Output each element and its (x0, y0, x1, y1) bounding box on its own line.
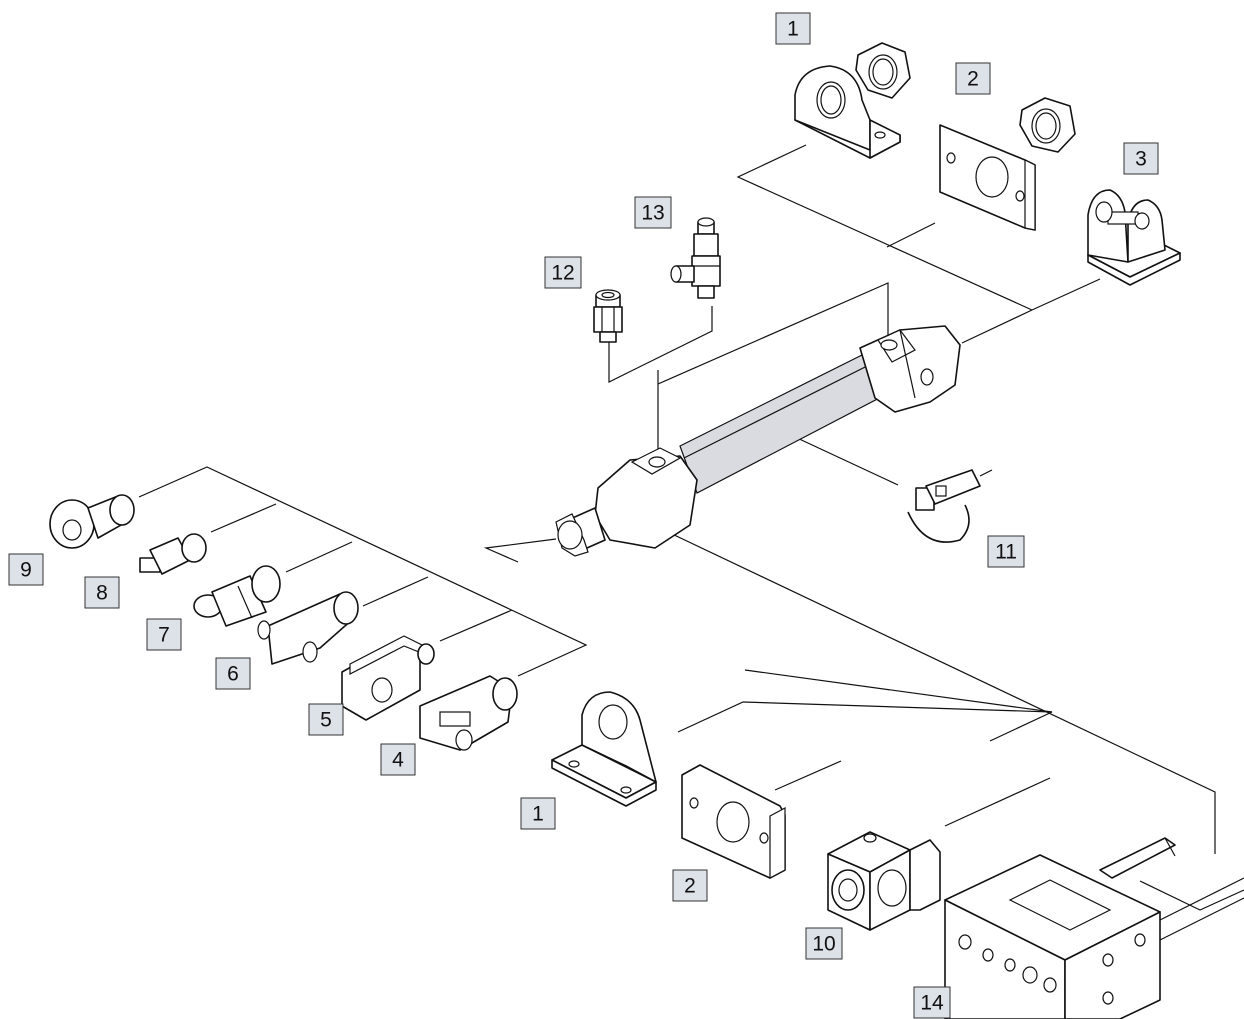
push-fitting-part (593, 289, 623, 343)
svg-text:3: 3 (1135, 148, 1147, 171)
flange-plate-part-2 (681, 764, 786, 879)
hex-nut-part-2 (1019, 97, 1076, 153)
label-11: 11 (987, 535, 1025, 568)
svg-text:1: 1 (532, 803, 544, 826)
joint-part-8 (139, 533, 207, 575)
joint-part-7 (193, 565, 281, 627)
label-2-bottom: 2 (672, 869, 708, 902)
flange-plate-part (939, 124, 1036, 231)
svg-text:10: 10 (812, 933, 835, 956)
foot-bracket-part (551, 691, 657, 807)
label-8: 8 (84, 576, 120, 609)
svg-text:9: 9 (20, 559, 32, 582)
guide-unit-part (944, 837, 1244, 1019)
leader-lines (138, 144, 1244, 911)
svg-text:14: 14 (920, 992, 944, 1015)
label-4: 4 (380, 743, 416, 776)
reed-switch-part (907, 469, 993, 543)
rod-end-part (49, 494, 135, 549)
label-5: 5 (308, 703, 344, 736)
label-14: 14 (913, 986, 951, 1019)
label-9: 9 (8, 553, 44, 586)
clevis-bracket-part (794, 65, 901, 159)
svg-text:2: 2 (967, 68, 979, 91)
label-1-top: 1 (775, 12, 811, 45)
rod-eye-part (419, 675, 518, 751)
part-labels: 1 2 3 13 12 11 9 8 (8, 12, 1159, 1019)
label-3: 3 (1123, 142, 1159, 175)
svg-text:1: 1 (787, 18, 799, 41)
trunnion-part (1087, 189, 1181, 286)
label-12: 12 (544, 256, 582, 289)
svg-text:4: 4 (392, 749, 404, 772)
label-1-bottom: 1 (520, 797, 556, 830)
svg-text:6: 6 (227, 663, 239, 686)
svg-text:12: 12 (551, 262, 574, 285)
label-6: 6 (215, 657, 251, 690)
svg-text:2: 2 (684, 875, 696, 898)
label-2-top: 2 (955, 62, 991, 95)
svg-text:7: 7 (158, 624, 170, 647)
joint-part-6 (257, 591, 359, 665)
svg-text:11: 11 (995, 541, 1017, 564)
svg-text:8: 8 (96, 582, 108, 605)
label-13: 13 (634, 196, 672, 229)
air-cylinder (555, 325, 961, 557)
label-7: 7 (146, 618, 182, 651)
speed-controller-part (670, 217, 721, 299)
svg-text:13: 13 (641, 202, 664, 225)
hex-nut-part (855, 42, 911, 99)
pivot-block-part (827, 831, 941, 931)
label-10: 10 (805, 927, 843, 960)
svg-text:5: 5 (320, 709, 332, 732)
